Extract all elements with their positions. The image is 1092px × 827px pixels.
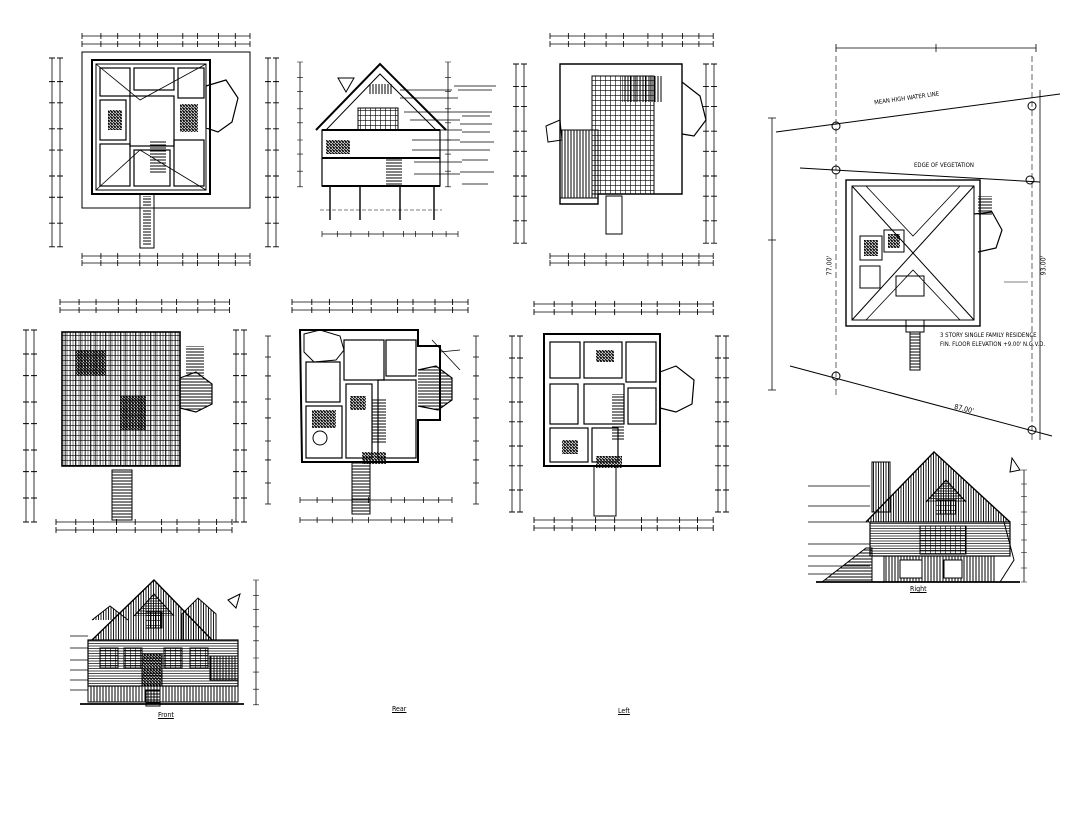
site-plan [768, 44, 1061, 440]
site-note-elevation: FIN. FLOOR ELEVATION +9.00' N.G.V.D. [940, 341, 1046, 348]
site-dim-east: 93.00' [1039, 255, 1048, 276]
floor-plan-upper [48, 32, 280, 267]
caption-rear: Rear [392, 705, 407, 713]
floor-framing-plan [22, 298, 248, 534]
elevation-right [808, 451, 1028, 583]
roof-framing-plan [512, 32, 718, 267]
site-dim-west: 77.00' [825, 255, 834, 276]
caption-front: Front [158, 711, 174, 719]
floor-plan-lower [508, 300, 730, 532]
building-section [296, 61, 496, 238]
caption-right: Right [910, 585, 927, 593]
site-note-vegetation: EDGE OF VEGETATION [914, 162, 974, 169]
site-note-residence: 3 STORY SINGLE FAMILY RESIDENCE [940, 332, 1037, 339]
caption-left: Left [618, 707, 630, 715]
floor-plan-main [264, 298, 480, 524]
elevation-front [70, 579, 260, 707]
